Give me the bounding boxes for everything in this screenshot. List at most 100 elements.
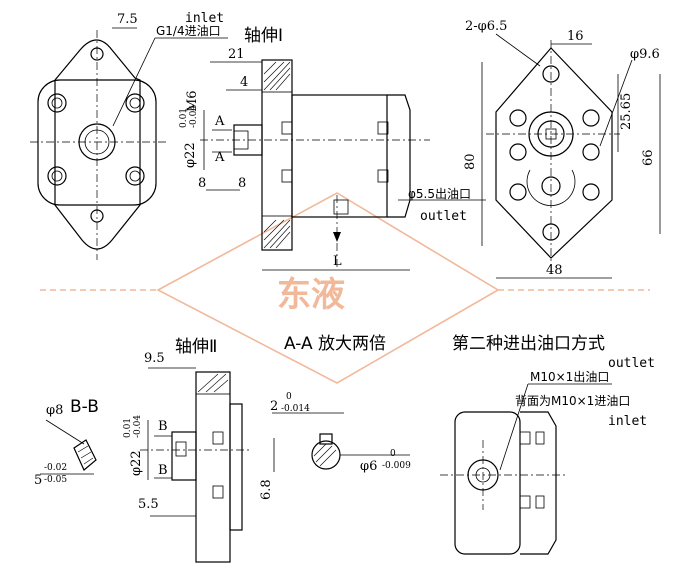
watermark: 东液 [40, 192, 650, 384]
key-dim-6-8: 6.8 [259, 479, 274, 500]
alt-bolt [535, 431, 545, 445]
dim-21: 21 [228, 47, 245, 62]
shaft2-shaft [171, 431, 197, 481]
alt-port-view: outlet M10×1出油口 背面为M10×1进油口 inlet [440, 356, 655, 555]
shaft1-flange-hatch-bottom [261, 215, 293, 251]
side-outline [495, 47, 613, 259]
shaft1-bolt [377, 121, 389, 135]
front-bolt-hole-inner [129, 170, 141, 182]
side-bolt-hole [582, 109, 600, 127]
section-a-bottom: A [214, 150, 225, 165]
shaft2-tol-upper: 0.01 [123, 418, 133, 438]
hatch-line [275, 231, 291, 249]
front-center-bore-inner [84, 129, 110, 155]
hatch-line [197, 373, 219, 393]
section-b-top: B [158, 419, 168, 434]
shaft1-outlet-label: outlet [420, 209, 467, 224]
front-bolt-hole [47, 93, 67, 113]
inlet-leader [112, 37, 156, 127]
front-mount-hole-top [90, 47, 104, 61]
key-tol-lower: -0.014 [281, 404, 310, 414]
side-bolt-hole [509, 143, 527, 161]
alt-inlet-label: inlet [608, 414, 647, 429]
shaft1-flange-hatch-top [261, 59, 293, 93]
bb-section [73, 439, 97, 471]
side-view: 2-φ6.5 16 φ9.6 25.65 80 66 48 [463, 19, 661, 279]
dim-9-5: 9.5 [144, 351, 165, 366]
front-flange-outline [54, 39, 141, 250]
front-bolt-hole-inner [51, 170, 63, 182]
key-tol-upper: 0 [286, 392, 292, 402]
hatch-line [315, 445, 333, 463]
side-gear-profile [526, 169, 576, 206]
bb-tol-upper: -0.02 [44, 463, 67, 473]
shaft2-flange [195, 371, 231, 563]
shaft2-key [175, 441, 187, 457]
hatch-line [80, 451, 92, 459]
hatch-line [263, 219, 277, 233]
axis-arrow [333, 232, 341, 242]
hatch-line [275, 73, 291, 91]
dim-16: 16 [567, 29, 584, 44]
thread-m6: M6 [185, 90, 200, 112]
front-view: inlet G1/4进油口 7.5 [30, 11, 228, 260]
dim-8-right: 8 [238, 176, 246, 191]
shaft2-body [229, 403, 243, 531]
hatch-line [205, 373, 227, 393]
shaft1-bolt [281, 121, 293, 135]
bb-title: B-B [70, 397, 99, 417]
front-bolt-hole [125, 166, 145, 186]
dim-5-5: 5.5 [138, 497, 159, 512]
shaft2-tol-lower: -0.04 [133, 415, 143, 438]
side-holes: 2-φ6.5 [465, 19, 507, 34]
side-shaft-bore [528, 111, 574, 157]
watermark-diamond [156, 192, 500, 384]
hatch-line [319, 449, 337, 467]
shaft1-view: 轴伸Ⅰ 21 4 M6 0.01 [179, 26, 486, 271]
alt-outlet-thread: M10×1出油口 [530, 370, 609, 384]
hatch-line [83, 457, 94, 465]
alt-outlet-label: outlet [608, 356, 655, 371]
side-bolt-hole [582, 143, 600, 161]
bb-dim-5: 5 [34, 473, 42, 488]
hatch-line [263, 61, 277, 75]
front-bolt-hole-inner [51, 97, 63, 109]
holes-leader [495, 33, 541, 67]
shaft1-dia: φ22 [183, 142, 198, 168]
shaft1-port [333, 199, 349, 215]
section-aa-caption: A-A 放大两倍 [284, 334, 386, 354]
hatch-line [263, 61, 285, 83]
alt-outlet-leader [499, 383, 529, 471]
bb-leader [45, 419, 85, 445]
alt-inlet-thread: 背面为M10×1进油口 [515, 394, 630, 408]
bb-view: B-B φ8 5 -0.02 -0.05 [34, 397, 99, 488]
outlet-size: φ5.5出油口 [408, 187, 471, 201]
dim-9-6: φ9.6 [630, 47, 660, 62]
shaft2-bolt [212, 485, 224, 499]
watermark-text: 东液 [277, 275, 345, 315]
section-b-bottom: B [158, 463, 168, 478]
alt-bolt [519, 431, 531, 445]
key-dim-2: 2 [270, 399, 278, 414]
side-bolt-hole [509, 183, 527, 201]
shaft1-tol-upper: 0.01 [179, 108, 189, 128]
hatch-line [77, 445, 89, 453]
side-shaft-inner [537, 120, 565, 148]
dim-80: 80 [463, 153, 478, 170]
front-center-bore [78, 123, 116, 161]
shaft1-title: 轴伸Ⅰ [244, 26, 283, 46]
front-bolt-hole [125, 93, 145, 113]
shaft1-body [291, 94, 388, 218]
shaft2-hatch [195, 371, 231, 395]
dia96-leader [599, 59, 633, 147]
side-mount-hole [542, 65, 560, 83]
alt-bolt [519, 495, 531, 509]
dim-25-65: 25.65 [619, 93, 634, 130]
hatch-line [213, 379, 229, 393]
shaft1-bolt [281, 169, 293, 183]
shaft1-tol-lower: -0.04 [189, 105, 199, 128]
side-gear-center [541, 176, 561, 196]
dim-7-5: 7.5 [117, 12, 138, 27]
shaft2-bolt [212, 431, 224, 445]
